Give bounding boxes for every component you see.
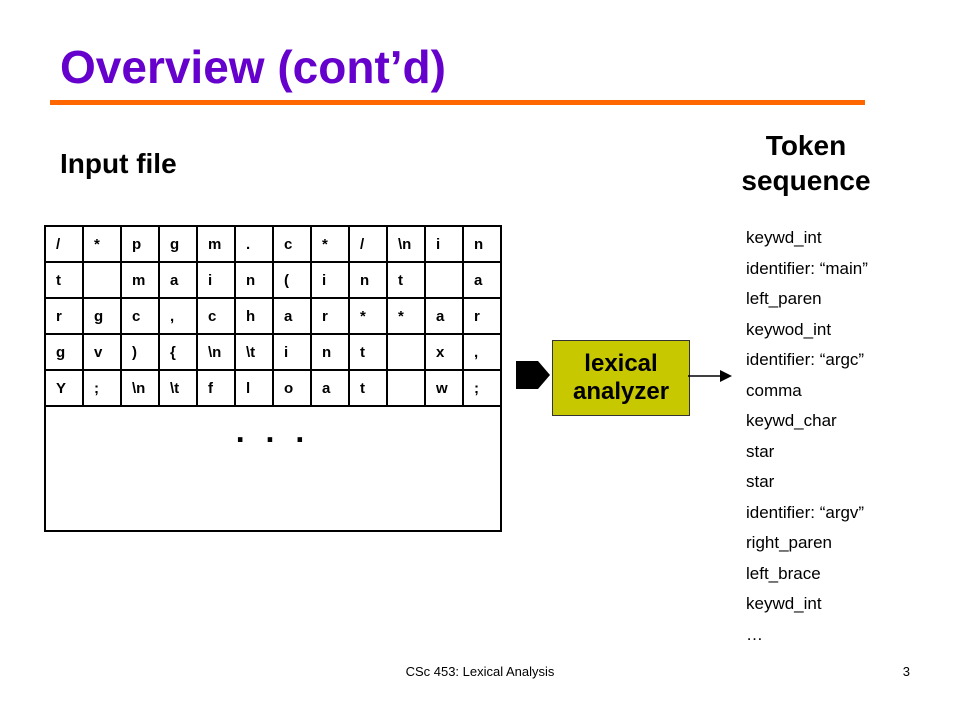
- page-number: 3: [902, 664, 910, 679]
- grid-cell: r: [310, 297, 350, 335]
- grid-cell: n: [348, 261, 388, 299]
- grid-cell: {: [158, 333, 198, 371]
- token-item: star: [746, 441, 775, 461]
- grid-cell: a: [424, 297, 464, 335]
- grid-cell: o: [272, 369, 312, 407]
- grid-cell: n: [310, 333, 350, 371]
- grid-cell: ;: [462, 369, 502, 407]
- grid-cell: w: [424, 369, 464, 407]
- grid-cell: [424, 261, 464, 299]
- grid-cell: i: [272, 333, 312, 371]
- grid-cell: i: [196, 261, 236, 299]
- grid-row-ellipsis: . . .: [44, 405, 502, 532]
- token-item: keywd_int: [746, 228, 822, 247]
- token-item: …: [746, 624, 763, 644]
- grid-cell: l: [234, 369, 274, 407]
- grid-cell: n: [462, 225, 502, 263]
- analyzer-line1: lexical: [584, 350, 658, 378]
- token-item: keywod_int: [746, 319, 832, 339]
- token-item: identifier: “argv”: [746, 502, 865, 522]
- title-underline: [50, 100, 865, 105]
- grid-cell: *: [348, 297, 388, 335]
- grid-cell: m: [196, 225, 236, 263]
- grid-cell: \n: [386, 225, 426, 263]
- grid-cell: [386, 333, 426, 371]
- slide-title: Overview (cont’d): [60, 41, 446, 93]
- grid-cell: i: [424, 225, 464, 263]
- grid-cell: c: [196, 297, 236, 335]
- grid-cell: a: [310, 369, 350, 407]
- grid-cell: h: [234, 297, 274, 335]
- grid-cell: ;: [82, 369, 122, 407]
- grid-cell: *: [82, 225, 122, 263]
- grid-cell: \n: [120, 369, 160, 407]
- grid-cell: c: [272, 225, 312, 263]
- grid-cell: *: [386, 297, 426, 335]
- input-arrow-icon: [516, 361, 550, 389]
- token-item: star: [746, 472, 775, 491]
- grid-cell: t: [44, 261, 84, 299]
- grid-cell: x: [424, 333, 464, 371]
- analyzer-line2: analyzer: [572, 378, 670, 405]
- token-label-line1: Token: [765, 130, 847, 161]
- footer-text: CSc 453: Lexical Analysis: [405, 664, 555, 679]
- token-item: comma: [746, 380, 802, 400]
- grid-cell: r: [44, 297, 84, 335]
- input-file-label: Input file: [60, 148, 177, 179]
- grid-cell: v: [82, 333, 122, 371]
- grid-cell: n: [234, 261, 274, 299]
- grid-cell: g: [158, 225, 198, 263]
- grid-cell: \t: [234, 333, 274, 371]
- grid-cell: t: [348, 333, 388, 371]
- token-item: keywd_char: [746, 411, 837, 430]
- grid-cell: g: [44, 333, 84, 371]
- grid-cell: f: [196, 369, 236, 407]
- grid-cell: [82, 261, 122, 299]
- token-item: right_paren: [746, 533, 833, 552]
- grid-cell: ): [120, 333, 160, 371]
- lexical-analyzer-box: lexical analyzer: [552, 340, 690, 416]
- grid-cell: .: [234, 225, 274, 263]
- grid-cell: ,: [462, 333, 502, 371]
- grid-cell: /: [44, 225, 84, 263]
- grid-cell: \n: [196, 333, 236, 371]
- token-item: identifier: “argc”: [746, 350, 865, 369]
- grid-cell: c: [120, 297, 160, 335]
- grid-cell: ,: [158, 297, 198, 335]
- grid-cell: (: [272, 261, 312, 299]
- grid-cell: \t: [158, 369, 198, 407]
- grid-cell: Y: [44, 369, 84, 407]
- grid-cell: t: [348, 369, 388, 407]
- grid-cell: a: [272, 297, 312, 335]
- grid-cell: g: [82, 297, 122, 335]
- token-item: keywd_int: [746, 594, 822, 613]
- grid-cell: m: [120, 261, 160, 299]
- grid-cell: r: [462, 297, 502, 335]
- grid-cell: a: [462, 261, 502, 299]
- grid-cell: *: [310, 225, 350, 263]
- token-sequence-label: Token sequence: [706, 128, 906, 198]
- token-item: identifier: “main”: [746, 258, 868, 278]
- token-item: left_brace: [746, 563, 821, 583]
- grid-ellipsis: . . .: [44, 405, 502, 532]
- output-arrow-icon: [688, 370, 732, 382]
- grid-cell: /: [348, 225, 388, 263]
- grid-cell: p: [120, 225, 160, 263]
- grid-cell: i: [310, 261, 350, 299]
- token-item: left_paren: [746, 289, 822, 308]
- grid-cell: [386, 369, 426, 407]
- grid-cell: a: [158, 261, 198, 299]
- token-label-line2: sequence: [741, 165, 871, 196]
- grid-cell: t: [386, 261, 426, 299]
